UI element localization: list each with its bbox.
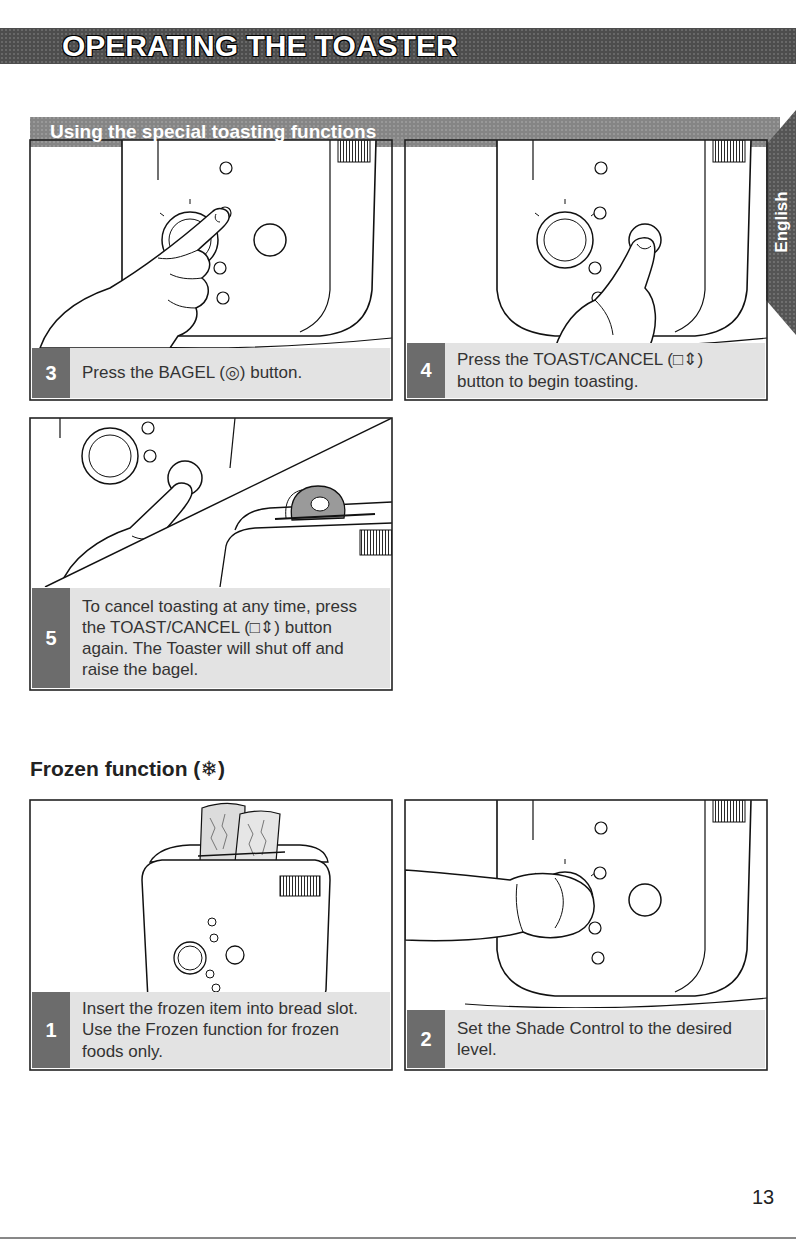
step-text: Insert the frozen item into bread slot. … [70, 992, 390, 1068]
cancel-illustration-part-part [311, 497, 329, 511]
cancel-illustration [45, 418, 392, 587]
cancel-illustration-part-part [82, 428, 138, 484]
toast-button-illustration [465, 140, 767, 348]
language-tab-text: English [771, 180, 793, 264]
page-title: OPERATING THE TOASTER [62, 29, 458, 63]
cancel-illustration-part-part [142, 422, 154, 434]
frozen-insert-illustration-part [280, 876, 320, 896]
frozen-insert-illustration-part [206, 970, 214, 978]
cancel-illustration-part-part [360, 530, 392, 555]
frozen-insert-illustration-part [226, 946, 244, 964]
frozen-insert-illustration-part [210, 814, 266, 856]
language-tab-part [766, 110, 796, 335]
cancel-illustration-part [220, 486, 392, 587]
cancel-illustration-part-part [220, 523, 392, 587]
bagel-button-illustration [40, 140, 392, 348]
language-tab-part [766, 110, 796, 335]
cancel-illustration-part-part [59, 418, 60, 438]
cancel-illustration-part [60, 418, 235, 587]
section-heading: Using the special toasting functions [50, 121, 376, 143]
step-caption: 4Press the TOAST/CANCEL (□⇕) button to b… [407, 343, 765, 398]
cancel-illustration-part-part [89, 435, 131, 477]
step-number: 1 [32, 992, 70, 1068]
title-bar [0, 28, 796, 64]
page-number: 13 [752, 1186, 774, 1208]
panel-frames [30, 140, 767, 1070]
step-caption: 1Insert the frozen item into bread slot.… [32, 992, 390, 1068]
frozen-insert-illustration [130, 803, 350, 1008]
title-bar-part [0, 28, 796, 64]
title-bar-part [0, 28, 796, 64]
step-number: 3 [32, 348, 70, 398]
step-text: To cancel toasting at any time, press th… [70, 590, 390, 687]
page-rule [0, 1238, 796, 1239]
bagel-button-illustration-part [158, 214, 220, 308]
frozen-insert-illustration-part [208, 918, 216, 926]
cancel-illustration-part [45, 418, 392, 587]
toast-button-illustration-part [555, 238, 655, 348]
cancel-illustration-part-part [144, 450, 156, 462]
panel-frames-part [30, 140, 392, 400]
step-caption: 3Press the BAGEL (◎) button. [32, 348, 390, 398]
step-number: 5 [32, 588, 70, 688]
shade-control-illustration [405, 800, 767, 1008]
toast-button-illustration-part [595, 244, 651, 335]
step-number: 2 [407, 1010, 445, 1068]
step-text: Set the Shade Control to the desired lev… [445, 1012, 765, 1067]
bagel-button-illustration-part [40, 209, 229, 348]
frozen-insert-illustration-part [178, 946, 202, 970]
step-caption: 2Set the Shade Control to the desired le… [407, 1010, 765, 1068]
cancel-illustration-part-part [291, 486, 344, 520]
step-caption: 5To cancel toasting at any time, press t… [32, 588, 390, 688]
frozen-insert-illustration-part [210, 934, 218, 942]
step-text: Press the BAGEL (◎) button. [70, 356, 390, 389]
cancel-illustration-part-part [230, 418, 235, 468]
language-tab [766, 110, 796, 335]
step-text: Press the TOAST/CANCEL (□⇕) button to be… [445, 343, 765, 398]
frozen-insert-illustration-part [174, 942, 206, 974]
cancel-illustration-part-part [275, 514, 375, 519]
panel-frames-part [30, 800, 392, 1070]
step-number: 4 [407, 343, 445, 398]
panel-frames-part [405, 800, 767, 1070]
shade-control-illustration-part [405, 870, 594, 941]
toast-button-illustration-part [465, 140, 767, 348]
frozen-insert-illustration-part [198, 852, 285, 856]
frozen-insert-illustration-part [142, 860, 330, 1006]
panel-frames-part [405, 140, 767, 400]
cancel-illustration-part-part [60, 483, 192, 587]
shade-control-illustration-part [516, 878, 563, 932]
panel-frames-part [30, 418, 392, 690]
frozen-insert-illustration-part [212, 984, 220, 992]
subsection-heading: Frozen function (❄) [30, 758, 225, 780]
